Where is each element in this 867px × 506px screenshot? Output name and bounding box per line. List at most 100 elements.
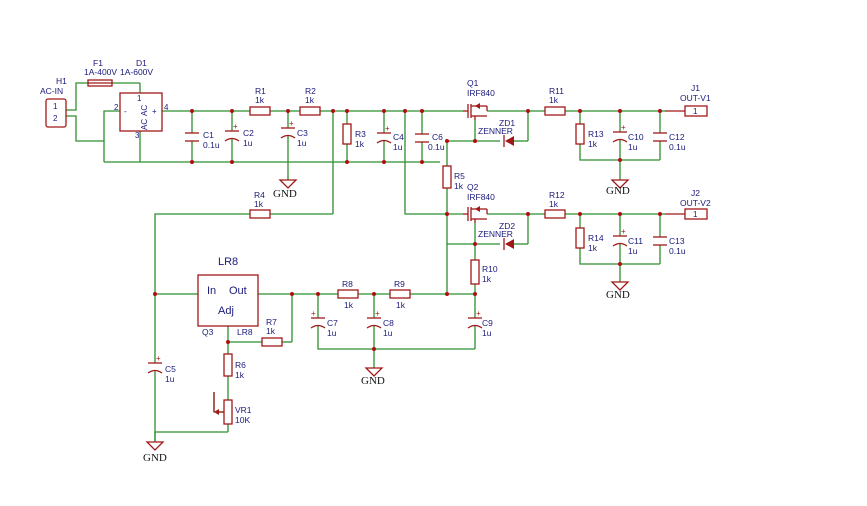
svg-text:J2: J2 bbox=[691, 188, 700, 198]
svg-text:1k: 1k bbox=[255, 95, 265, 105]
svg-text:1: 1 bbox=[137, 94, 142, 103]
svg-text:1k: 1k bbox=[482, 274, 492, 284]
svg-text:LR8: LR8 bbox=[218, 256, 238, 268]
svg-text:1: 1 bbox=[693, 107, 698, 116]
svg-text:C6: C6 bbox=[432, 132, 443, 142]
svg-text:C2: C2 bbox=[243, 128, 254, 138]
svg-text:AC: AC bbox=[140, 119, 149, 130]
svg-text:OUT-V1: OUT-V1 bbox=[680, 93, 711, 103]
svg-text:C12: C12 bbox=[669, 132, 685, 142]
svg-text:ZENNER: ZENNER bbox=[478, 126, 513, 136]
resistor-r9: R9 1k bbox=[389, 279, 411, 310]
capacitor-c2: + C2 1u bbox=[224, 122, 254, 148]
svg-text:3: 3 bbox=[135, 131, 140, 140]
svg-text:1k: 1k bbox=[305, 95, 315, 105]
svg-text:2: 2 bbox=[53, 114, 58, 123]
svg-text:1u: 1u bbox=[297, 138, 307, 148]
svg-text:C5: C5 bbox=[165, 364, 176, 374]
svg-text:1u: 1u bbox=[393, 142, 403, 152]
svg-text:Q1: Q1 bbox=[467, 78, 479, 88]
svg-text:1k: 1k bbox=[549, 199, 559, 209]
svg-text:Adj: Adj bbox=[218, 305, 234, 317]
svg-text:C3: C3 bbox=[297, 128, 308, 138]
zener-zd1: ZD1 ZENNER bbox=[478, 118, 515, 147]
capacitor-c8: + C8 1u bbox=[366, 309, 394, 338]
svg-text:1k: 1k bbox=[266, 326, 276, 336]
svg-text:+: + bbox=[311, 309, 316, 318]
svg-text:C13: C13 bbox=[669, 236, 685, 246]
svg-text:+: + bbox=[375, 309, 380, 318]
svg-text:1u: 1u bbox=[243, 138, 253, 148]
resistor-r14: R14 1k bbox=[575, 227, 604, 253]
svg-text:C10: C10 bbox=[628, 132, 644, 142]
svg-text:2: 2 bbox=[114, 103, 119, 112]
svg-text:1k: 1k bbox=[454, 181, 464, 191]
svg-text:0.1u: 0.1u bbox=[203, 140, 220, 150]
svg-text:+: + bbox=[621, 123, 626, 132]
svg-text:J1: J1 bbox=[691, 83, 700, 93]
ground-1: GND bbox=[273, 179, 298, 200]
connector-j1: 1 J1 OUT-V1 bbox=[665, 83, 711, 117]
svg-text:H1: H1 bbox=[56, 76, 67, 86]
svg-text:0.1u: 0.1u bbox=[669, 142, 686, 152]
svg-text:R10: R10 bbox=[482, 264, 498, 274]
svg-text:R6: R6 bbox=[235, 360, 246, 370]
svg-text:10K: 10K bbox=[235, 415, 250, 425]
capacitor-c4: + C4 1u bbox=[376, 124, 404, 152]
svg-text:ZENNER: ZENNER bbox=[478, 229, 513, 239]
svg-text:AC: AC bbox=[140, 105, 149, 116]
svg-text:1: 1 bbox=[53, 102, 58, 111]
svg-text:+: + bbox=[621, 227, 626, 236]
resistor-r4: R4 1k bbox=[249, 190, 271, 219]
svg-text:+: + bbox=[233, 122, 238, 131]
svg-text:1k: 1k bbox=[588, 243, 598, 253]
svg-text:D1: D1 bbox=[136, 58, 147, 68]
svg-text:C8: C8 bbox=[383, 318, 394, 328]
svg-text:Q2: Q2 bbox=[467, 182, 479, 192]
svg-text:IRF840: IRF840 bbox=[467, 192, 495, 202]
svg-text:R14: R14 bbox=[588, 233, 604, 243]
svg-text:GND: GND bbox=[143, 452, 167, 464]
svg-text:+: + bbox=[152, 107, 157, 116]
capacitor-c3: + C3 1u bbox=[280, 119, 308, 148]
svg-text:ZD1: ZD1 bbox=[499, 118, 515, 128]
svg-text:Out: Out bbox=[229, 285, 247, 297]
resistor-r1: R1 1k bbox=[249, 86, 271, 116]
svg-text:R9: R9 bbox=[394, 279, 405, 289]
svg-text:R12: R12 bbox=[549, 190, 565, 200]
zener-zd2: ZD2 ZENNER bbox=[478, 221, 515, 250]
svg-text:IRF840: IRF840 bbox=[467, 88, 495, 98]
capacitor-c9: + C9 1u bbox=[467, 309, 493, 338]
svg-text:R5: R5 bbox=[454, 171, 465, 181]
svg-text:0.1u: 0.1u bbox=[428, 142, 445, 152]
ground-2: GND bbox=[606, 179, 630, 197]
connector-j2: 1 J2 OUT-V2 bbox=[665, 188, 711, 220]
resistor-r3: R3 1k bbox=[342, 123, 366, 149]
svg-text:0.1u: 0.1u bbox=[669, 246, 686, 256]
capacitor-c5: + C5 1u bbox=[147, 354, 176, 384]
fuse-f1: F1 1A-400V bbox=[84, 58, 117, 87]
svg-text:AC-IN: AC-IN bbox=[40, 86, 63, 96]
svg-text:R7: R7 bbox=[266, 317, 277, 327]
resistor-r2: R2 1k bbox=[299, 86, 321, 116]
svg-text:R1: R1 bbox=[255, 86, 266, 96]
regulator-lr8: LR8 In Out Adj Q3 LR8 bbox=[197, 256, 259, 337]
junctions bbox=[153, 109, 662, 351]
svg-text:1A-600V: 1A-600V bbox=[120, 67, 153, 77]
svg-text:R3: R3 bbox=[355, 129, 366, 139]
capacitor-c10: + C10 1u bbox=[612, 123, 644, 152]
capacitor-c12: C12 0.1u bbox=[653, 132, 686, 152]
svg-text:1k: 1k bbox=[588, 139, 598, 149]
svg-text:1k: 1k bbox=[254, 199, 264, 209]
resistor-r10: R10 1k bbox=[470, 259, 498, 285]
mosfet-q1: Q1 IRF840 bbox=[463, 78, 495, 120]
svg-text:1u: 1u bbox=[165, 374, 175, 384]
svg-text:R13: R13 bbox=[588, 129, 604, 139]
svg-text:1u: 1u bbox=[628, 142, 638, 152]
capacitor-c7: + C7 1u bbox=[310, 309, 338, 338]
svg-text:+: + bbox=[289, 119, 294, 128]
ground-5: GND bbox=[143, 441, 167, 464]
svg-text:GND: GND bbox=[273, 188, 297, 200]
svg-text:1u: 1u bbox=[628, 246, 638, 256]
